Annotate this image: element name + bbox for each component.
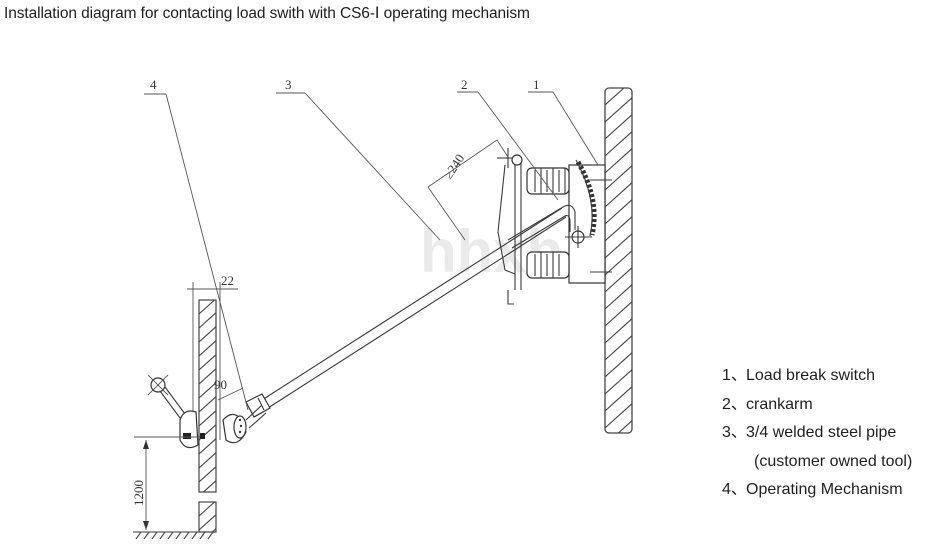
hatch-line (199, 466, 216, 483)
legend-item: 2、crankarm (722, 395, 813, 413)
hatch-line (605, 88, 632, 106)
svg-text:1200: 1200 (131, 480, 146, 506)
load-break-switch (497, 148, 612, 305)
hatch-line (605, 403, 632, 429)
hatch-line (202, 480, 216, 492)
right-wall (604, 87, 633, 462)
hatch-line (199, 326, 216, 343)
hatch-line (199, 452, 216, 469)
hatch-line (605, 438, 632, 462)
hatch-line (605, 284, 632, 310)
hatch-line (605, 267, 632, 293)
legend-item: 3、3/4 welded steel pipe (722, 424, 897, 441)
svg-text:90: 90 (214, 377, 227, 392)
hatch-line (605, 233, 632, 259)
hatch-line (199, 410, 216, 427)
legend: 1、Load break switch 2、crankarm 3、3/4 wel… (722, 362, 912, 505)
callout-3: 3 (276, 77, 441, 241)
hatch-line (199, 502, 216, 517)
hatch-line (605, 199, 632, 225)
ground-hatch-line (207, 531, 214, 540)
operating-mechanism (133, 282, 267, 540)
crankarm (507, 204, 576, 249)
hatch-line (605, 386, 632, 412)
hatch-line (605, 420, 632, 433)
hatch-line (199, 382, 216, 399)
hatch-line (211, 528, 216, 532)
ground-hatch-line (167, 531, 174, 540)
hatch-line (199, 300, 200, 301)
svg-text:≥240: ≥240 (440, 151, 467, 181)
legend-item: 1、Load break switch (722, 367, 875, 384)
hatch-line (199, 396, 216, 413)
hatch-line (605, 335, 632, 361)
hatch-line (199, 354, 216, 371)
steel-pipe (245, 207, 567, 418)
hatch-line (605, 369, 632, 395)
hatch-line (605, 165, 632, 191)
dimension-height: 1200 (131, 436, 200, 530)
dimension-offset: 22 (187, 273, 238, 290)
ground-hatch-line (143, 531, 150, 540)
ground-hatch-line (191, 531, 198, 540)
hatch-line (605, 318, 632, 344)
diagram-title: Installation diagram for contacting load… (4, 5, 530, 22)
hatch-line (605, 131, 632, 157)
hatch-line (605, 88, 632, 89)
ground-hatch-line (175, 531, 182, 540)
hatch-line (199, 368, 216, 385)
ground-hatch-line (151, 531, 158, 540)
hatch-line (199, 312, 216, 329)
svg-text:1: 1 (533, 77, 540, 92)
svg-text:22: 22 (221, 273, 234, 288)
hatch-line (605, 352, 632, 378)
upper-insulator (526, 167, 570, 195)
hatch-line (605, 97, 632, 123)
hatch-line (605, 114, 632, 140)
hatch-line (605, 216, 632, 242)
callout-2: 2 (457, 77, 559, 201)
ground-hatch-line (199, 531, 206, 540)
hatch-line (605, 301, 632, 327)
hatch-line (605, 250, 632, 276)
dimension-angle: 90 (214, 377, 244, 401)
hatch-line (199, 300, 216, 315)
ground-hatch-line (183, 531, 190, 540)
callout-1: 1 (528, 77, 599, 166)
svg-text:4: 4 (150, 77, 157, 92)
svg-text:2: 2 (461, 77, 468, 92)
ground-hatch-line (135, 531, 142, 540)
hatch-line (605, 148, 632, 174)
hatch-line (199, 340, 216, 357)
legend-item: 4、Operating Mechanism (722, 481, 903, 498)
svg-text:3: 3 (285, 77, 292, 92)
ground-hatch-line (159, 531, 166, 540)
hatch-line (199, 438, 216, 455)
lower-insulator (526, 251, 570, 279)
hatch-line (605, 182, 632, 208)
callout-4: 4 (144, 77, 249, 411)
legend-item-continuation: (customer owned tool) (754, 452, 913, 470)
hatch-line (199, 514, 216, 531)
